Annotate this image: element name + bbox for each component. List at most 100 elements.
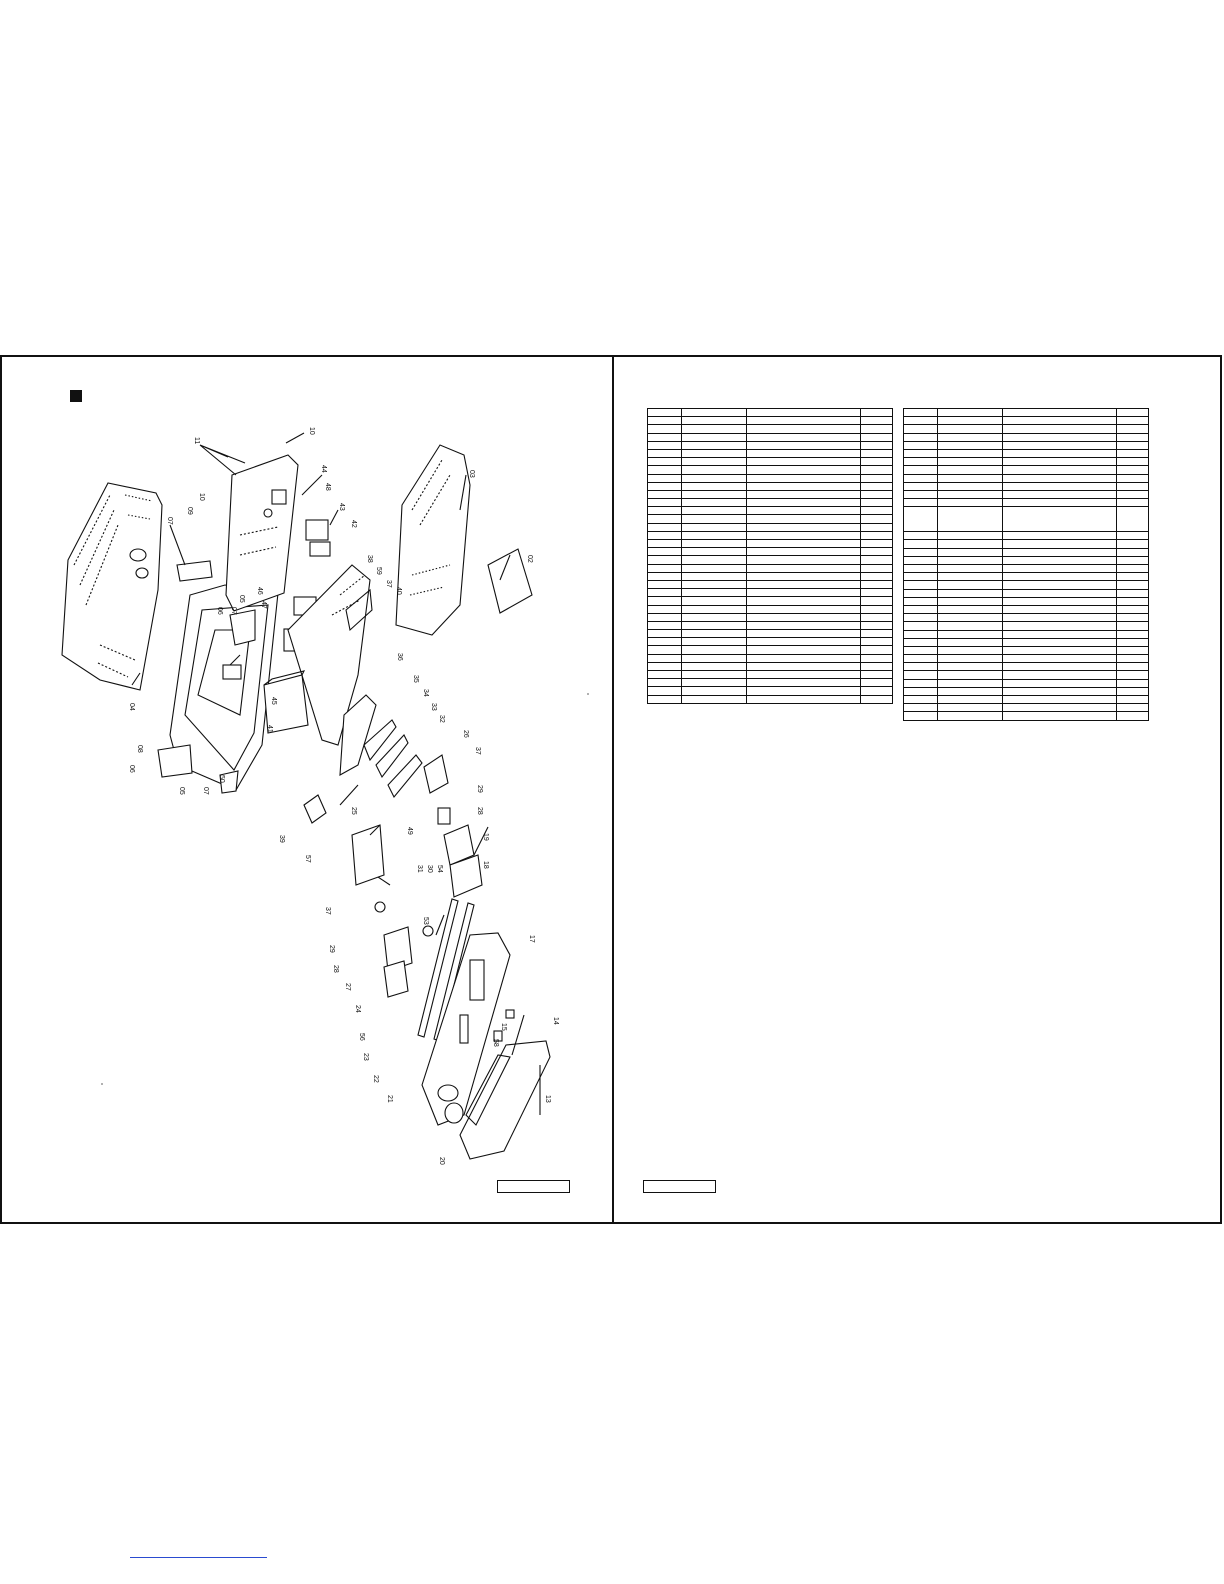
callout-number: 59 bbox=[375, 567, 382, 575]
parts-table-row bbox=[903, 547, 1149, 557]
callout-number: 19 bbox=[482, 833, 489, 841]
parts-table-cell bbox=[1116, 473, 1149, 483]
callout-number: 41 bbox=[266, 725, 273, 733]
parts-table-cell bbox=[746, 481, 861, 491]
parts-table-cell bbox=[903, 498, 938, 508]
callout-number: 50 bbox=[218, 775, 225, 783]
parts-table-cell bbox=[746, 498, 861, 508]
parts-table-cell bbox=[1116, 416, 1149, 426]
parts-table-row bbox=[647, 416, 893, 426]
parts-table-cell bbox=[860, 555, 893, 565]
parts-table-cell bbox=[1002, 531, 1117, 541]
parts-table-row bbox=[647, 489, 893, 500]
parts-table-cell bbox=[681, 579, 747, 590]
parts-table-cell bbox=[1002, 588, 1117, 598]
parts-table-cell bbox=[746, 489, 861, 500]
parts-table-cell bbox=[1116, 555, 1149, 566]
parts-table-cell bbox=[937, 531, 1003, 541]
parts-table-cell bbox=[937, 448, 1003, 459]
parts-table-row bbox=[647, 661, 893, 672]
parts-table-cell bbox=[1002, 604, 1117, 615]
parts-table-row bbox=[903, 531, 1149, 541]
parts-table-cell bbox=[937, 563, 1003, 574]
parts-table-cell bbox=[860, 424, 893, 434]
parts-table-cell bbox=[1002, 432, 1117, 442]
parts-table-cell bbox=[746, 579, 861, 590]
parts-table-cell bbox=[647, 637, 682, 647]
parts-table-cell bbox=[681, 448, 747, 459]
parts-table-cell bbox=[1116, 572, 1149, 582]
callout-number: 22 bbox=[372, 1075, 379, 1083]
footer-link-underline bbox=[130, 1557, 267, 1558]
parts-table-cell bbox=[647, 489, 682, 500]
parts-table-cell bbox=[937, 407, 1003, 418]
parts-table-cell bbox=[681, 489, 747, 500]
parts-table-cell bbox=[746, 440, 861, 450]
parts-table-row bbox=[647, 530, 893, 541]
parts-table-cell bbox=[746, 522, 861, 532]
parts-table-cell bbox=[903, 407, 938, 418]
parts-table-row bbox=[903, 678, 1149, 688]
parts-table-cell bbox=[903, 448, 938, 459]
callout-number: 46 bbox=[256, 587, 263, 595]
parts-table-cell bbox=[681, 563, 747, 573]
parts-table-cell bbox=[647, 424, 682, 434]
parts-table-row bbox=[903, 637, 1149, 647]
parts-table-cell bbox=[681, 596, 747, 606]
parts-table-cell bbox=[746, 637, 861, 647]
parts-table-cell bbox=[1002, 481, 1117, 491]
parts-table-cell bbox=[1002, 465, 1117, 475]
callout-number: 07 bbox=[230, 607, 237, 615]
parts-table-cell bbox=[860, 629, 893, 639]
section-bullet-icon bbox=[70, 390, 82, 402]
parts-table-cell bbox=[647, 514, 682, 524]
parts-table-cell bbox=[681, 514, 747, 524]
parts-table-cell bbox=[860, 620, 893, 631]
parts-table-row bbox=[903, 506, 1149, 533]
page-divider bbox=[612, 357, 614, 1222]
left-page-number-box bbox=[497, 1180, 570, 1193]
parts-table-cell bbox=[681, 440, 747, 450]
parts-table-cell bbox=[903, 432, 938, 442]
callout-number: 07 bbox=[202, 787, 209, 795]
parts-table-cell bbox=[1116, 678, 1149, 688]
parts-table-cell bbox=[1002, 629, 1117, 639]
parts-table-cell bbox=[903, 440, 938, 450]
parts-table-cell bbox=[903, 629, 938, 639]
parts-table-cell bbox=[903, 637, 938, 647]
parts-table-cell bbox=[860, 440, 893, 450]
parts-table-cell bbox=[903, 547, 938, 557]
callout-number: 35 bbox=[412, 675, 419, 683]
parts-table-cell bbox=[1002, 424, 1117, 434]
scan-speck bbox=[101, 1083, 103, 1085]
parts-table-cell bbox=[903, 645, 938, 656]
parts-table-cell bbox=[746, 645, 861, 655]
parts-table-row bbox=[647, 424, 893, 434]
parts-table-cell bbox=[937, 432, 1003, 442]
parts-table-cell bbox=[903, 473, 938, 483]
parts-table-cell bbox=[647, 596, 682, 606]
callout-number: 54 bbox=[436, 865, 443, 873]
parts-table-cell bbox=[903, 572, 938, 582]
parts-table-cell bbox=[937, 416, 1003, 426]
parts-table-row bbox=[647, 629, 893, 639]
parts-table-row bbox=[903, 662, 1149, 672]
parts-table-cell bbox=[937, 604, 1003, 615]
parts-table-cell bbox=[860, 473, 893, 483]
scan-speck bbox=[587, 693, 589, 695]
callout-number: 31 bbox=[416, 865, 423, 873]
parts-table-row bbox=[647, 555, 893, 565]
parts-table-cell bbox=[647, 432, 682, 442]
parts-table-cell bbox=[903, 686, 938, 697]
callout-number: 26 bbox=[462, 730, 469, 738]
parts-table-cell bbox=[1002, 547, 1117, 557]
parts-table-row bbox=[903, 604, 1149, 615]
callout-number: 24 bbox=[354, 1005, 361, 1013]
parts-table-cell bbox=[647, 604, 682, 614]
parts-table-cell bbox=[937, 662, 1003, 672]
parts-table-row bbox=[647, 440, 893, 450]
parts-table-cell bbox=[681, 424, 747, 434]
callout-number: 33 bbox=[430, 703, 437, 711]
callout-number: 57 bbox=[304, 855, 311, 863]
parts-table-cell bbox=[860, 498, 893, 508]
